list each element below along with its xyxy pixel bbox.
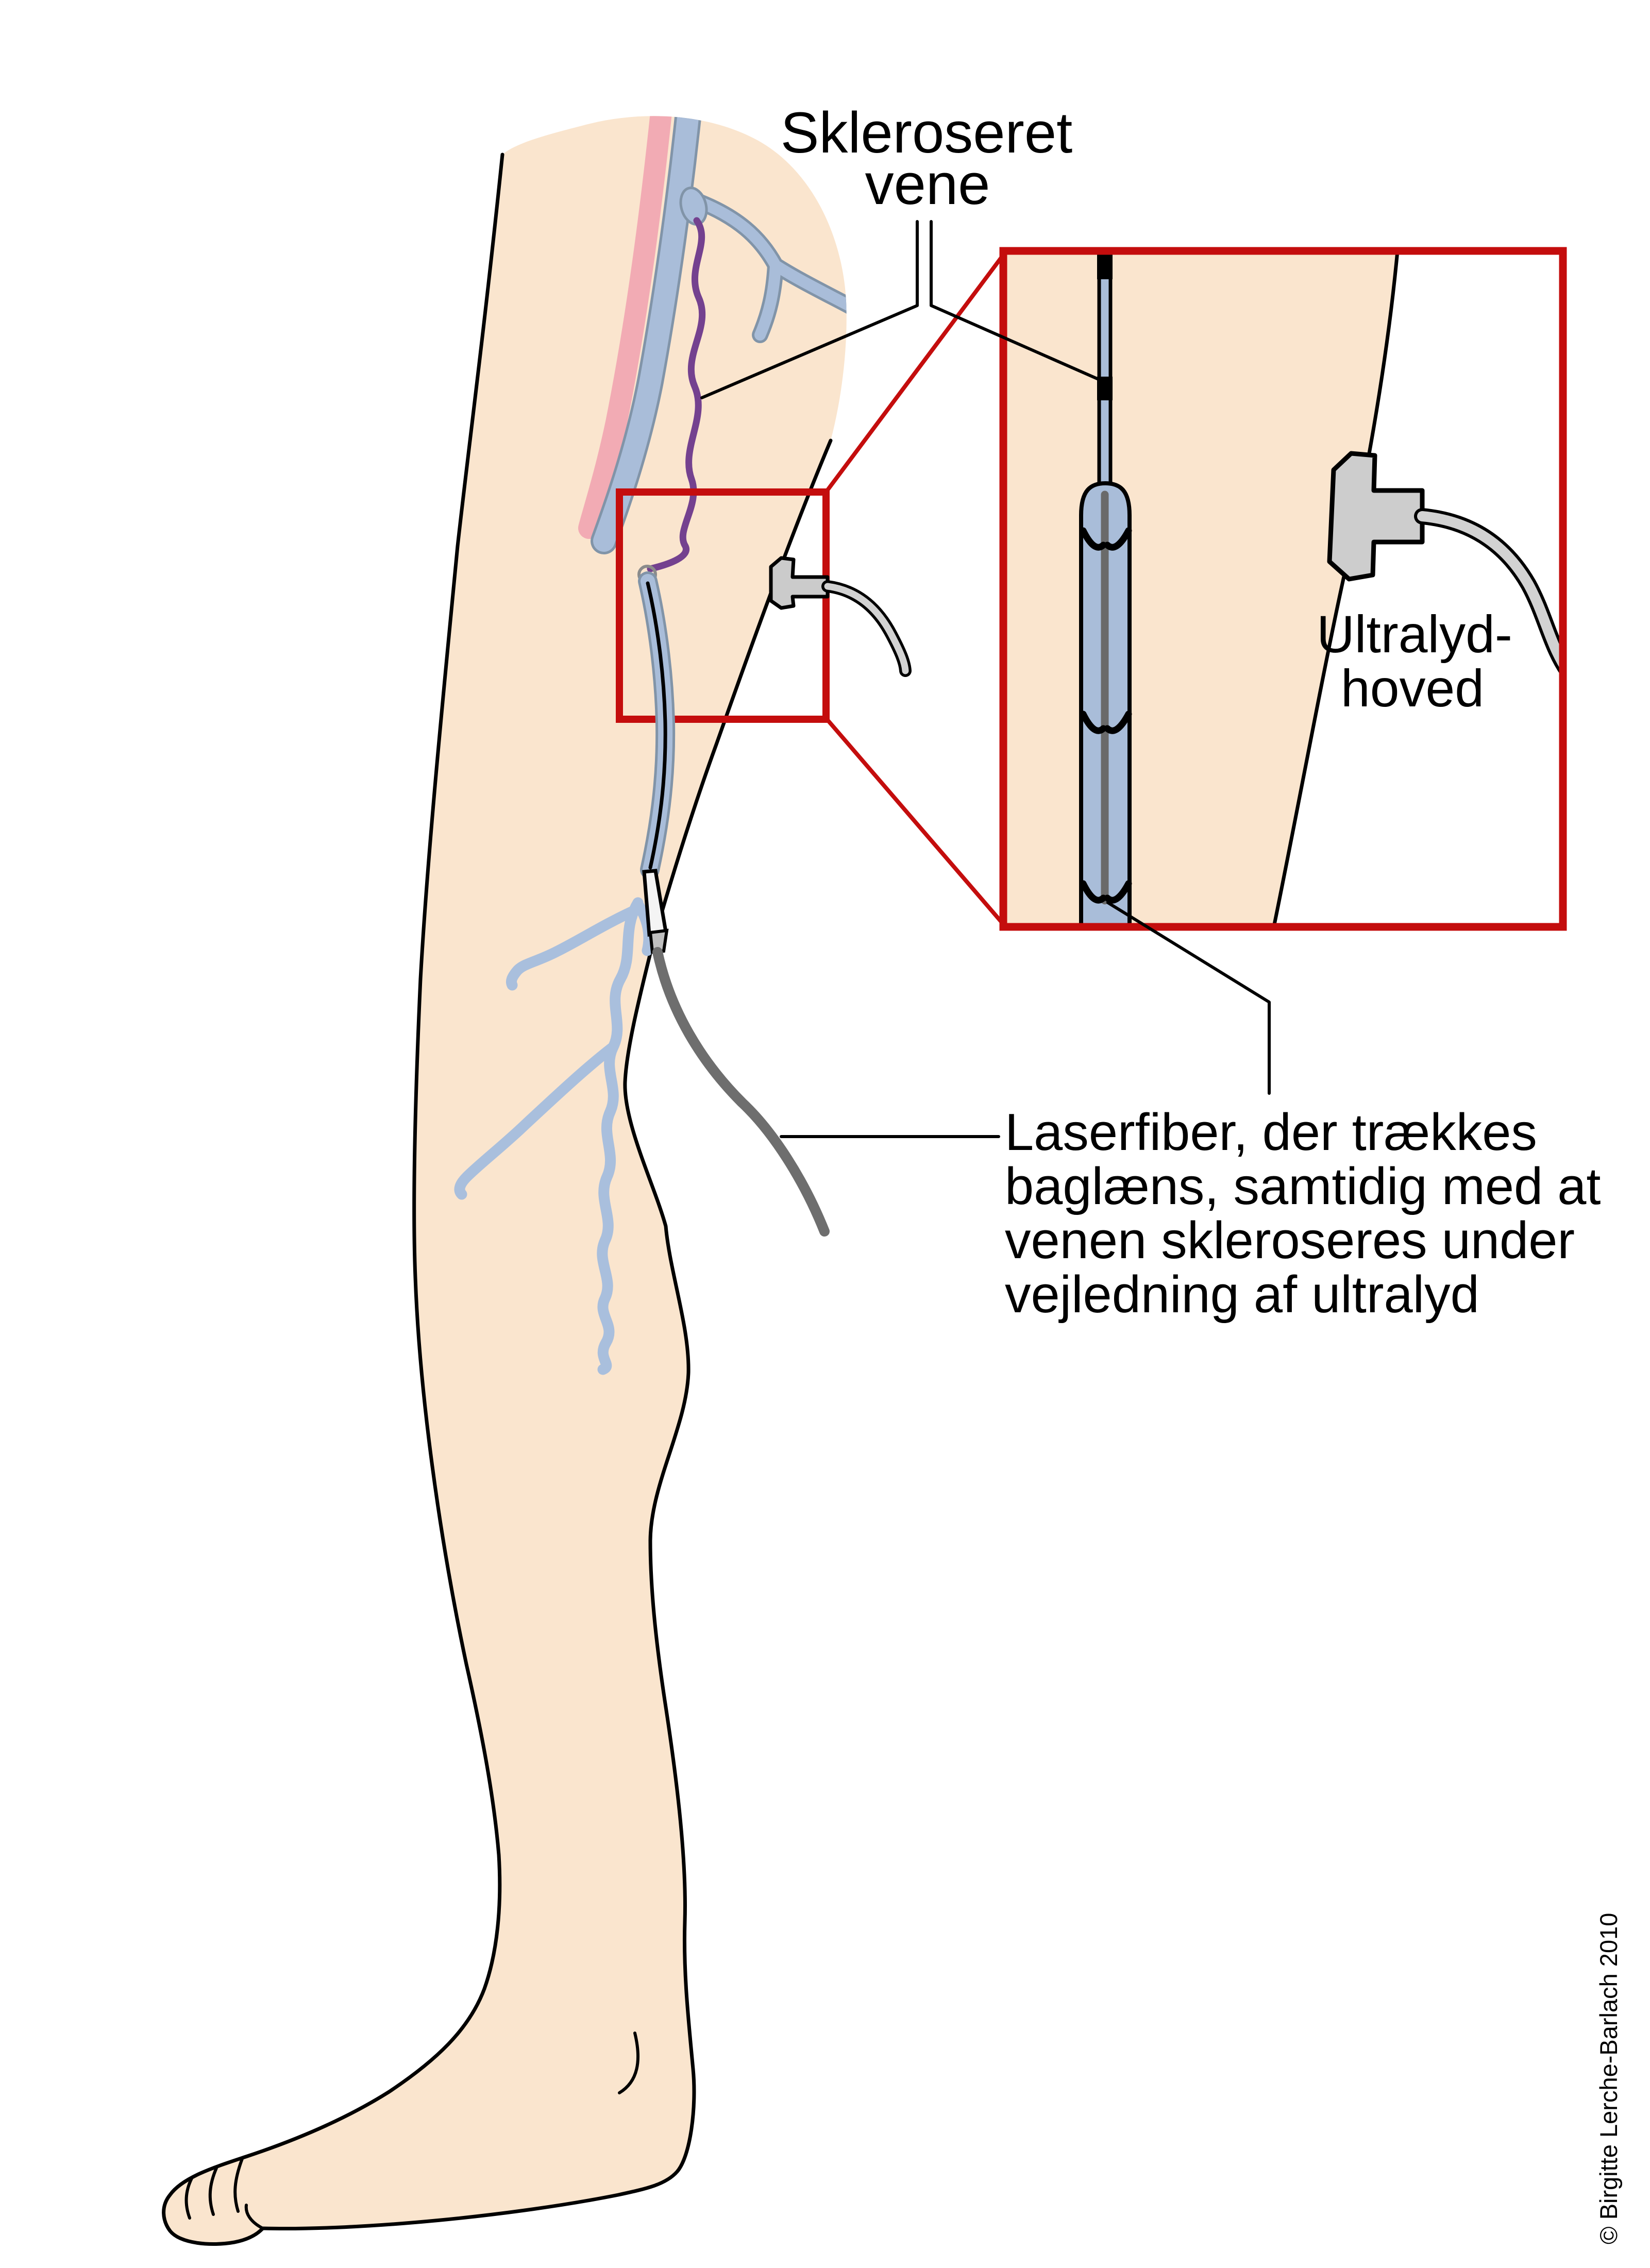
varicose-main <box>597 897 644 1375</box>
zoom-connector-bottom <box>824 717 1006 927</box>
introducer-hub <box>648 928 669 954</box>
title-line2: vene <box>865 152 990 216</box>
caption-line2: baglæns, samtidig med at <box>1005 1158 1601 1215</box>
title-leader <box>700 220 1102 399</box>
laser-fiber-inside-vein <box>646 581 667 870</box>
ankle-crease <box>618 2032 639 2094</box>
varicose-branch-lower <box>454 1041 619 1200</box>
femoral-artery <box>578 116 675 539</box>
title-leader-left <box>700 220 919 399</box>
leg-skin-shape <box>163 116 847 2244</box>
inset-fiber-tip-segment <box>1097 251 1113 279</box>
vein-tributary <box>691 195 847 341</box>
zoom-source-box <box>616 488 830 723</box>
inset-narrow-vein-fill <box>1100 251 1110 487</box>
copyright-text: © Birgitte Lerche-Barlach 2010 <box>1595 1913 1622 2244</box>
ultrasound-probe-small <box>769 556 912 677</box>
laser-fiber-cable <box>652 947 830 1237</box>
toe-crease-1 <box>233 2157 244 2213</box>
toe-crease-2 <box>208 2167 218 2216</box>
inset-border <box>999 247 1567 931</box>
toe-crease-3 <box>184 2177 193 2220</box>
inset-label-line2: hoved <box>1341 659 1484 718</box>
varicose-branch-upper <box>506 904 642 991</box>
introducer-assembly <box>642 869 830 1237</box>
big-toe-fold <box>244 2204 263 2229</box>
probe-head-inset <box>1327 451 1425 582</box>
inset-label-line1: Ultralyd- <box>1317 605 1512 664</box>
zoom-connector-top <box>824 252 1006 494</box>
vein-valve-2 <box>1080 710 1132 734</box>
probe-head-small <box>769 556 830 610</box>
vein-valve-3 <box>1080 880 1132 904</box>
leg-figure <box>162 116 847 2246</box>
caption-line4: vejledning af ultralyd <box>1005 1266 1479 1324</box>
sclerosed-vein <box>647 217 706 572</box>
title-line1: Skleroseret <box>781 100 1072 165</box>
caption-line1: Laserfiber, der trækkes <box>1005 1104 1537 1161</box>
probe-cable-small-core <box>824 583 909 674</box>
title-leader-right <box>930 220 1102 382</box>
probe-cable-inset-core <box>1417 511 1563 673</box>
caption-line3: venen skleroseres under <box>1005 1212 1575 1270</box>
laserfiber-leader-from-inset <box>1106 901 1271 1095</box>
vein-valve-1 <box>1080 527 1132 551</box>
inset-magnified-view: Ultralyd- hoved <box>999 247 1567 931</box>
laser-vein-segment <box>638 571 676 879</box>
